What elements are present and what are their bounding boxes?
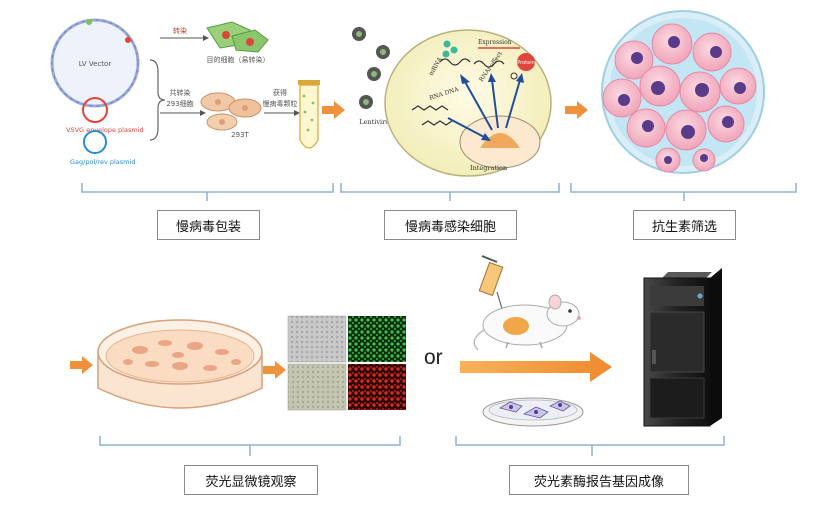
cell-nuclei [618, 36, 746, 164]
lv-vector-label: LV Vector [79, 60, 112, 68]
syringe [478, 255, 504, 313]
bracket-packaging [81, 183, 334, 193]
bracket-infection [340, 183, 560, 193]
arrow-dish-to-microscopy [263, 361, 286, 379]
virus-tube [298, 80, 320, 149]
packaging-panel: LV Vector VSVG envelope plasmid Gag/pol/… [50, 18, 320, 166]
green-fluorescence-image [348, 316, 406, 362]
luciferase-panel [460, 255, 722, 427]
harvest-label: 获得 [273, 88, 287, 97]
target-cells [206, 21, 269, 53]
or-text: or [424, 346, 443, 369]
brightfield-image-2 [287, 363, 347, 411]
arrow-into-dish [70, 356, 93, 374]
culture-dish [97, 319, 263, 409]
arrow-to-imager [460, 352, 612, 382]
mouse [473, 294, 581, 351]
transfect-label: 转染 [173, 26, 187, 35]
arrow-packaging-to-infection [322, 101, 345, 119]
cell293t-label: 293T [231, 131, 249, 139]
arrow-infection-to-selection [565, 101, 588, 119]
imaging-system [643, 268, 722, 427]
gag-label: Gag/pol/rev plasmid [70, 158, 135, 166]
bracket-selection [570, 183, 797, 193]
vsvg-label: VSVG envelope plasmid [66, 126, 144, 134]
lentivirus-label: Lentivirus [359, 118, 392, 126]
infection-panel: Lentivirus Integration RNA DNA mRNA Expr… [352, 27, 552, 177]
step-label-luciferase: 荧光素酶报告基因成像 [509, 465, 689, 495]
bracket-luciferase [455, 436, 725, 446]
cotransfect-label: 共转染 [170, 88, 191, 97]
target-cell-label: 目的细胞（易转染） [207, 55, 270, 64]
cells-293t [200, 92, 262, 131]
step-label-packaging: 慢病毒包装 [157, 210, 260, 240]
brightfield-image-1 [287, 315, 347, 363]
gag-plasmid [83, 130, 107, 154]
red-fluorescence-image [348, 364, 406, 410]
vsvg-plasmid [82, 97, 108, 123]
bracket-microscopy [99, 436, 401, 446]
step-label-selection: 抗生素筛选 [633, 210, 736, 240]
selection-dish [601, 10, 765, 174]
step-label-microscopy: 荧光显微镜观察 [184, 465, 318, 495]
virus-particles-label: 慢病毒颗粒 [263, 99, 298, 108]
expression-label: Expression [478, 39, 512, 46]
selected-cells [602, 23, 757, 173]
integration-label: Integration [470, 164, 507, 172]
plasmid-brace [149, 59, 166, 141]
cell-dish-small [482, 397, 584, 427]
cell293-label: 293细胞 [166, 99, 193, 108]
step-label-infection: 慢病毒感染细胞 [384, 210, 517, 240]
lentivirus-particles [352, 27, 390, 109]
protein-label: Protein [517, 60, 535, 66]
microscopy-images [287, 315, 406, 411]
